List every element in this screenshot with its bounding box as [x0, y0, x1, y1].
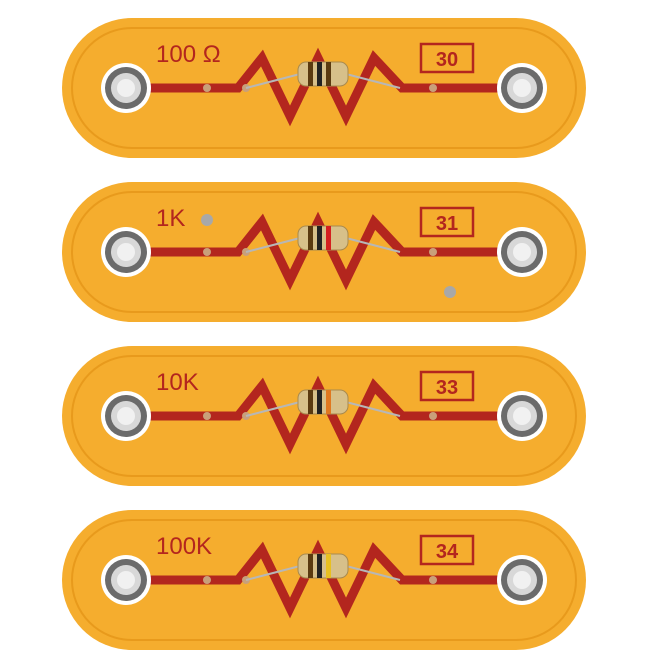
resistor-lead [245, 73, 301, 89]
resistor-lead [245, 565, 301, 581]
solder-dot [429, 84, 437, 92]
color-band [317, 390, 322, 414]
solder-dot [203, 248, 211, 256]
mounting-dot [444, 286, 456, 298]
part-number-box [419, 206, 475, 238]
part-number-label: 33 [436, 377, 458, 399]
board-inner-edge [71, 519, 577, 641]
part-number-box [419, 370, 475, 402]
resistor-body [297, 225, 349, 251]
color-band [308, 390, 313, 414]
resistor-value-label: 100 Ω [156, 41, 221, 68]
color-band [308, 554, 313, 578]
board-inner-edge [71, 355, 577, 477]
color-band [308, 62, 313, 86]
board-inner-edge [71, 27, 577, 149]
color-band [317, 62, 322, 86]
part-number-label: 30 [436, 49, 458, 71]
component-board [62, 182, 586, 322]
circuit-trace [128, 47, 520, 127]
component-board [62, 510, 586, 650]
snap-center [117, 407, 135, 425]
resistor-value-label: 100K [156, 533, 212, 560]
circuit-trace [128, 211, 520, 291]
snap-center [513, 407, 531, 425]
snap-center [117, 571, 135, 589]
part-number-box [419, 42, 475, 74]
snap-center [513, 243, 531, 261]
part-number-label: 34 [436, 541, 459, 563]
color-band [326, 554, 331, 578]
resistor-body [297, 553, 349, 579]
resistor-component: 100 Ω 30 [62, 18, 586, 158]
resistor-lead [245, 401, 301, 417]
resistor-lead [345, 401, 401, 417]
resistor-lead [345, 237, 401, 253]
circuit-trace [128, 375, 520, 455]
color-band [326, 390, 331, 414]
part-number-box [419, 534, 475, 566]
resistor-body [297, 61, 349, 87]
resistor-lead [345, 565, 401, 581]
solder-dot [429, 412, 437, 420]
resistor-component: 100K 34 [62, 510, 586, 650]
solder-dot [203, 576, 211, 584]
mounting-dot [201, 214, 213, 226]
snap-center [117, 79, 135, 97]
color-band [326, 62, 331, 86]
snap-center [513, 79, 531, 97]
resistor-lead [245, 237, 301, 253]
solder-dot [203, 84, 211, 92]
snap-center [513, 571, 531, 589]
circuit-trace [128, 539, 520, 619]
solder-dot [429, 576, 437, 584]
component-board [62, 18, 586, 158]
snap-center [117, 243, 135, 261]
resistor-component: 1K 31 [62, 182, 586, 322]
board-inner-edge [71, 191, 577, 313]
color-band [308, 226, 313, 250]
part-number-label: 31 [436, 213, 458, 235]
resistor-body [297, 389, 349, 415]
resistor-component: 10K 33 [62, 346, 586, 486]
solder-dot [203, 412, 211, 420]
color-band [317, 226, 322, 250]
resistor-value-label: 1K [156, 205, 185, 232]
color-band [326, 226, 331, 250]
color-band [317, 554, 322, 578]
solder-dot [429, 248, 437, 256]
resistor-lead [345, 73, 401, 89]
component-board [62, 346, 586, 486]
resistor-value-label: 10K [156, 369, 199, 396]
